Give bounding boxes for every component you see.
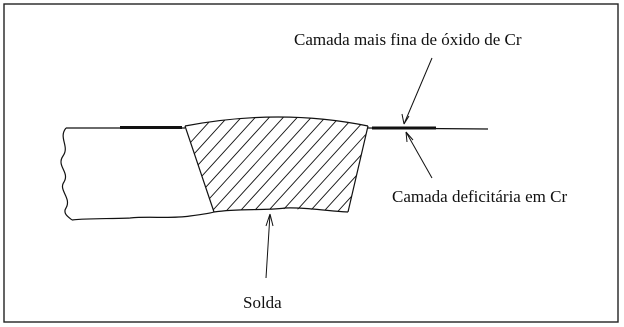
hatch-line bbox=[217, 117, 319, 212]
plate-bottom-surface bbox=[71, 207, 349, 221]
oxide-layer-arrowhead bbox=[401, 113, 410, 125]
weld-fusion-line-right bbox=[347, 125, 369, 213]
hatch-line bbox=[185, 117, 221, 212]
weld-crown bbox=[184, 116, 369, 127]
hatch-line bbox=[231, 117, 333, 212]
hatch-line bbox=[185, 117, 263, 212]
weld-fusion-line-left bbox=[184, 125, 215, 213]
weld-arrowhead bbox=[265, 213, 274, 227]
hatch-line bbox=[245, 117, 347, 212]
hatch-line bbox=[259, 117, 361, 212]
hatch-line bbox=[301, 117, 368, 212]
weld-label: Solda bbox=[243, 293, 282, 312]
hatch-line bbox=[287, 117, 368, 212]
cr-deficient-arrowhead bbox=[405, 131, 414, 143]
cr-deficient-arrow bbox=[405, 131, 433, 179]
weld-arrow bbox=[265, 213, 271, 279]
hatch-line bbox=[329, 117, 368, 212]
cr-deficient-layer-label: Camada deficitária em Cr bbox=[392, 187, 568, 206]
hatch-line bbox=[203, 117, 305, 212]
oxide-layer-label: Camada mais fina de óxido de Cr bbox=[294, 30, 522, 49]
figure-border bbox=[3, 3, 619, 323]
plate-cut-edge bbox=[60, 127, 73, 221]
hatch-line bbox=[273, 117, 368, 212]
hatch-line bbox=[185, 117, 235, 212]
oxide-layer-arrow bbox=[403, 57, 433, 125]
